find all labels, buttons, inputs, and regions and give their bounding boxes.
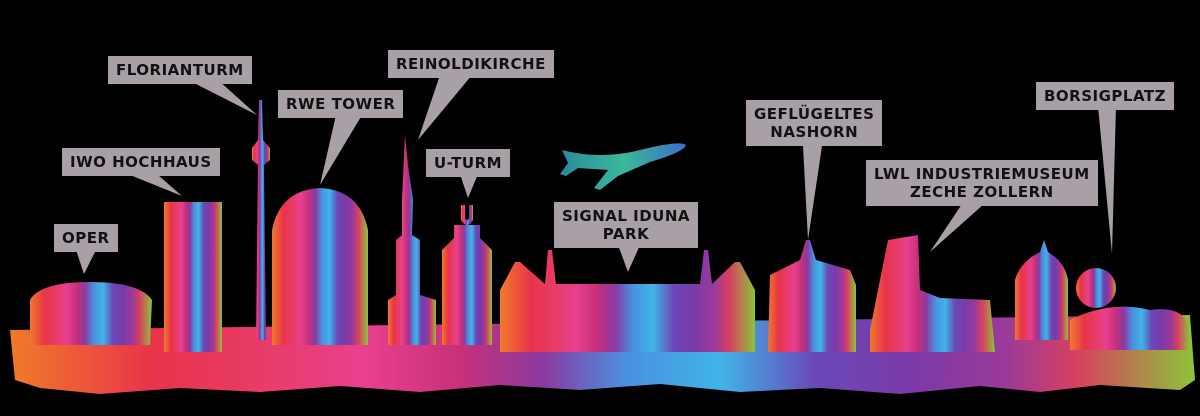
pointer-iwo-hochhaus (130, 175, 182, 196)
label-reinoldikirche: REINOLDIKIRCHE (388, 50, 554, 78)
reinoldikirche-church (388, 135, 436, 345)
label-lwl-industriemuseum: LWL INDUSTRIEMUSEUM ZECHE ZOLLERN (866, 160, 1098, 206)
label-borsigplatz: BORSIGPLATZ (1036, 82, 1175, 110)
borsigplatz-tree (1076, 268, 1116, 308)
pointer-nashorn (803, 146, 822, 240)
zeche-zollern-headframe (870, 235, 995, 352)
airplane-icon (560, 143, 686, 190)
label-iwo-hochhaus-text: IWO HOCHHAUS (70, 153, 212, 171)
label-iwo-hochhaus: IWO HOCHHAUS (62, 148, 220, 176)
florianturm-tower (252, 100, 270, 340)
label-oper: OPER (54, 224, 118, 252)
pointer-u-turm (460, 174, 478, 198)
label-signal-iduna-line2: PARK (602, 225, 650, 243)
iwo-hochhaus-building (164, 202, 222, 352)
label-borsigplatz-text: BORSIGPLATZ (1044, 87, 1167, 105)
pointer-oper (76, 250, 96, 274)
label-nashorn-line2: NASHORN (770, 123, 859, 141)
label-florianturm: FLORIANTURM (108, 56, 252, 84)
pointer-reinoldikirche (418, 75, 472, 140)
label-u-turm: U-TURM (426, 149, 511, 177)
label-lwl-line1: LWL INDUSTRIEMUSEUM (874, 165, 1090, 183)
pointer-lwl (930, 204, 984, 252)
label-rwe-tower-text: RWE TOWER (286, 95, 396, 113)
label-lwl-line2: ZECHE ZOLLERN (909, 183, 1054, 201)
oper-building (30, 282, 152, 345)
label-florianturm-text: FLORIANTURM (116, 61, 244, 79)
label-gefluegeltes-nashorn: GEFLÜGELTES NASHORN (746, 100, 883, 146)
pointer-borsigplatz (1098, 106, 1116, 254)
pointer-florianturm (188, 80, 257, 115)
label-oper-text: OPER (62, 229, 110, 247)
label-nashorn-line1: GEFLÜGELTES (754, 105, 875, 123)
pointer-signal-iduna (618, 245, 640, 272)
borsigplatz-church (1015, 240, 1068, 340)
label-signal-iduna-line1: SIGNAL IDUNA (562, 207, 691, 225)
label-reinoldikirche-text: REINOLDIKIRCHE (396, 55, 546, 73)
pointer-rwe-tower (320, 115, 362, 185)
label-rwe-tower: RWE TOWER (278, 90, 404, 118)
signal-iduna-park-stadium (500, 250, 755, 352)
skyline-silhouette (10, 100, 1195, 394)
bushes-right (1070, 306, 1190, 350)
nashorn-building (768, 240, 856, 352)
rwe-tower-building (272, 188, 368, 345)
callout-pointers (76, 75, 1116, 274)
label-u-turm-text: U-TURM (434, 154, 503, 172)
u-turm-building (442, 225, 492, 345)
label-signal-iduna-park: SIGNAL IDUNA PARK (554, 202, 699, 248)
u-turm-letter (461, 205, 473, 225)
